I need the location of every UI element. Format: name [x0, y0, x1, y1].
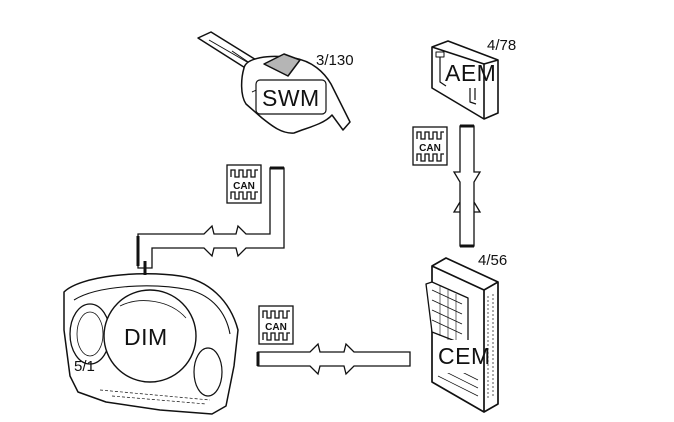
can-bus-icon: CAN [226, 164, 262, 204]
aem-label: AEM [445, 60, 497, 86]
central-electronic-module-icon [425, 257, 499, 413]
aem-ref: 4/78 [487, 37, 517, 54]
can-bus-icon: CAN [412, 126, 448, 166]
cem-ref: 4/56 [478, 252, 508, 269]
electronic-module-icon [431, 40, 499, 120]
steering-wheel-module-icon [197, 31, 351, 134]
can-label: CAN [419, 143, 441, 154]
swm-ref: 3/130 [316, 52, 354, 69]
can-label: CAN [265, 322, 287, 333]
signal-arrow [256, 342, 411, 376]
dim-label: DIM [124, 324, 168, 350]
can-label: CAN [233, 181, 255, 192]
instrument-cluster-icon [63, 272, 239, 415]
signal-arrow [452, 124, 482, 248]
dim-ref: 5/1 [74, 358, 95, 375]
signal-arrow [136, 166, 285, 275]
can-bus-icon: CAN [258, 305, 294, 345]
swm-label: SWM [262, 85, 320, 111]
cem-label: CEM [438, 343, 491, 369]
